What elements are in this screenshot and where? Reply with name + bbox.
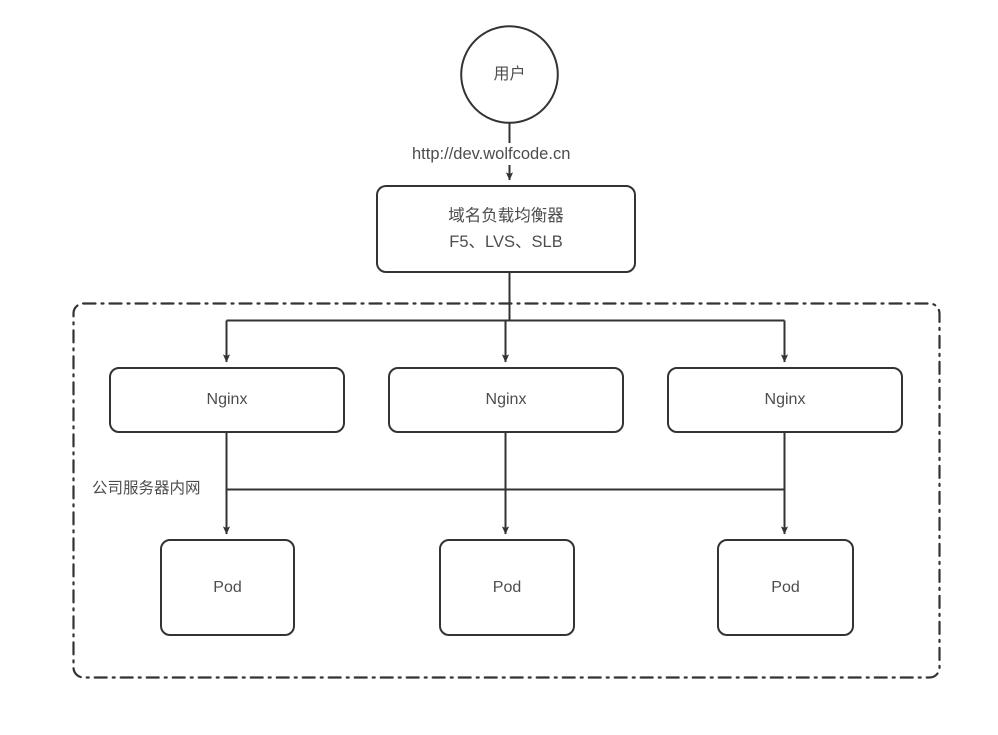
edge-label-user-to-loadbalancer: http://dev.wolfcode.cn	[409, 143, 574, 165]
user-node	[460, 25, 559, 124]
load-balancer-node	[376, 185, 636, 273]
nginx-node-3	[667, 367, 903, 433]
pod-node-1	[160, 539, 295, 636]
pod-node-2	[439, 539, 575, 636]
nginx-node-1	[109, 367, 345, 433]
nginx-node-2	[388, 367, 624, 433]
intranet-boundary	[72, 302, 941, 679]
pod-node-3	[717, 539, 854, 636]
intranet-boundary-label: 公司服务器内网	[88, 478, 205, 500]
